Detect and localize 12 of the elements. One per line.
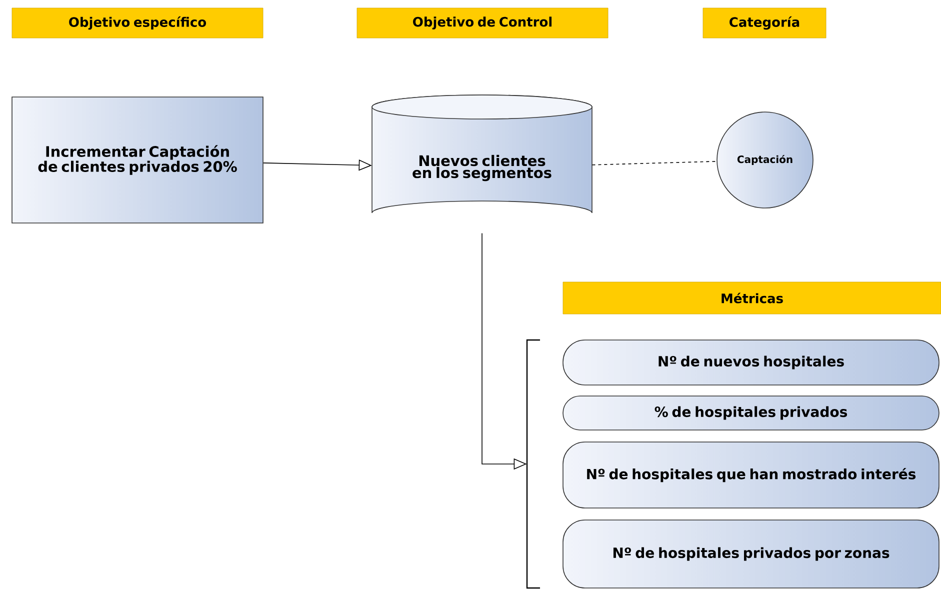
metric-pill: Nº de hospitales privados por zonas [562, 520, 940, 588]
header-band: Objetivo de Control [356, 8, 608, 38]
cylinder: Nuevos clientes en los segmentos [372, 94, 592, 214]
metric-pill: Nº de hospitales que han mostrado interés [562, 442, 940, 508]
metric-pill: Nº de nuevos hospitales [562, 340, 940, 386]
header-band: Categoría [702, 8, 826, 38]
metric-pill: % de hospitales privados [562, 396, 940, 430]
bracket [526, 339, 540, 589]
process-box: Incrementar Captación de clientes privados 20% [12, 96, 264, 224]
connector [592, 160, 718, 166]
header-band: Métricas [562, 282, 941, 314]
header-band: Objetivo específico [12, 8, 264, 38]
